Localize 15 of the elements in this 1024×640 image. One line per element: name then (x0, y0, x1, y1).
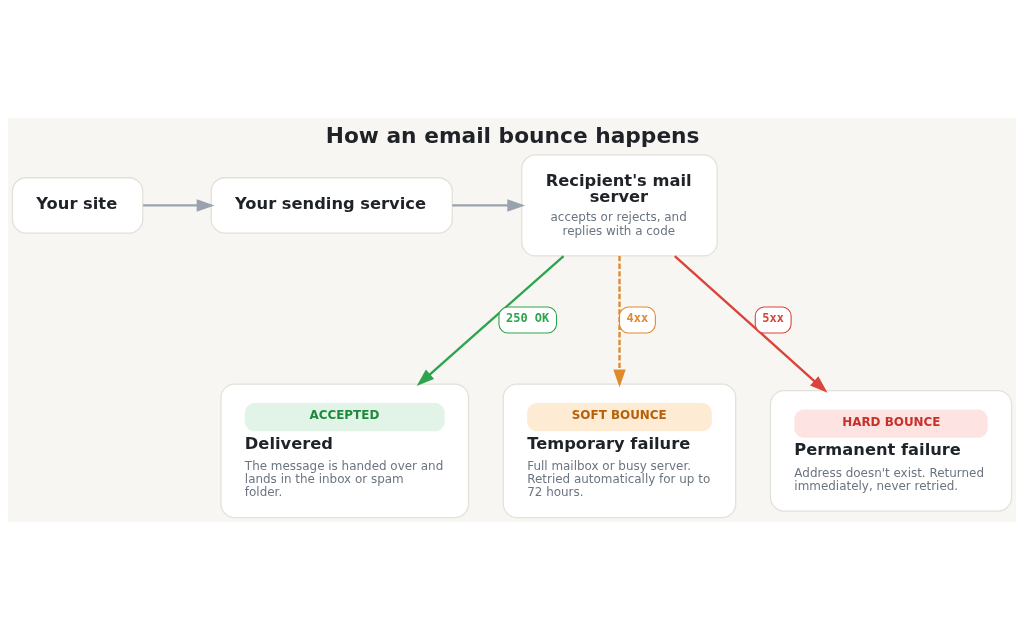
node-box: Your site (11, 177, 144, 234)
arrow (143, 199, 215, 212)
edge-label: 4xx (626, 310, 649, 325)
node-box: Recipient's mail server accepts or rejects, and replies with a code (521, 154, 718, 257)
arrow (452, 199, 526, 212)
diagram-title: How an email bounce happens (325, 122, 700, 148)
arrow (674, 255, 828, 393)
edge-label: 250 OK (506, 310, 550, 325)
node-box: SOFT BOUNCE Temporary failure Full mailbox or busy server. Retried automatically for up to 72 hours. (502, 383, 737, 519)
node-box: HARD BOUNCE Permanent failure Address doesn't exist. Returned immediately, never retried. (769, 389, 1013, 512)
arrow (416, 255, 565, 387)
edge-label: 5xx (762, 310, 784, 325)
node-box: ACCEPTED Delivered The message is handed over and lands in the inbox or spam folder. (220, 383, 470, 519)
arrow (613, 256, 626, 388)
node-box: Your sending service (210, 177, 453, 234)
